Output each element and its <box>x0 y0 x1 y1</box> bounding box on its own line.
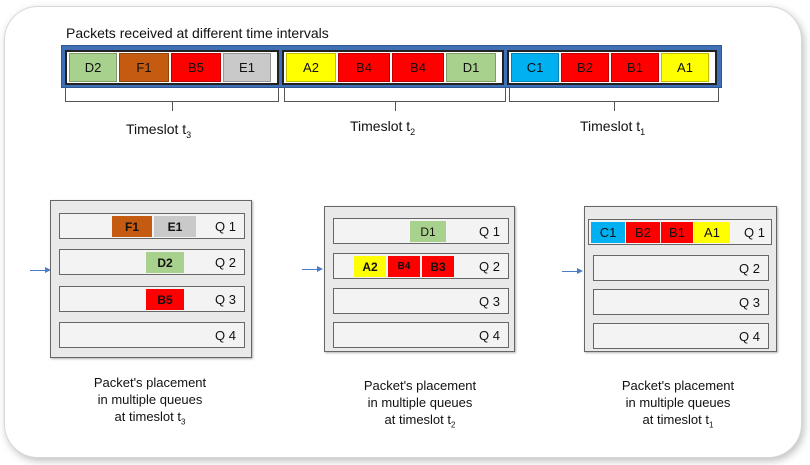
queue-label: Q 1 <box>215 219 236 234</box>
queue-label: Q 2 <box>739 261 760 276</box>
stream-packet: B1 <box>611 53 659 82</box>
stream-packet: B4 <box>392 53 444 82</box>
stream-packet: A2 <box>286 53 336 82</box>
queue-packet: D1 <box>410 221 446 242</box>
timeslot-brace-t2 <box>284 88 506 102</box>
queue-label: Q 1 <box>744 225 765 240</box>
queue-row-q4: Q 4 <box>59 322 245 348</box>
stream-packet: D1 <box>446 53 496 82</box>
stream-packet: C1 <box>511 53 559 82</box>
stream-packet: F1 <box>119 53 169 82</box>
timeslot-brace-tick <box>172 102 173 111</box>
queue-label: Q 4 <box>215 328 236 343</box>
queue-label: Q 1 <box>479 224 500 239</box>
queue-row-q2: D2 Q 2 <box>59 249 245 275</box>
queue-row-q2: Q 2 <box>593 255 769 281</box>
stream-packet: A1 <box>661 53 709 82</box>
caption-t2: Packet's placement in multiple queues at… <box>363 378 477 430</box>
timeslot-brace-tick <box>614 102 615 111</box>
stream-packet: B5 <box>171 53 221 82</box>
input-arrow-t1 <box>562 267 584 277</box>
input-arrow-t2 <box>302 265 324 275</box>
timeslot-label-t3: Timeslot t3 <box>126 121 192 140</box>
queue-row-q1: F1 E1 Q 1 <box>59 213 245 239</box>
queue-packet: B5 <box>146 289 184 310</box>
timeslot-label-t1: Timeslot t1 <box>580 118 646 137</box>
queue-packet: F1 <box>112 216 152 237</box>
queue-packet: D2 <box>146 252 184 273</box>
queue-label: Q 4 <box>739 329 760 344</box>
queue-packet: B3 <box>422 256 454 277</box>
queue-row-q4: Q 4 <box>593 323 769 349</box>
queue-label: Q 4 <box>479 328 500 343</box>
queue-row-q3: B5 Q 3 <box>59 286 245 312</box>
queue-row-q1: C1 B2 B1 A1 Q 1 <box>588 219 772 245</box>
queue-row-q3: Q 3 <box>333 288 509 314</box>
diagram-title: Packets received at different time inter… <box>66 25 329 41</box>
queue-packet: B2 <box>626 222 660 243</box>
stream-packet: D2 <box>69 53 117 82</box>
stream-packet: E1 <box>223 53 271 82</box>
stream-packet: B4 <box>338 53 390 82</box>
queue-label: Q 2 <box>215 255 236 270</box>
queue-packet: B4 <box>388 256 420 277</box>
queue-packet: A1 <box>694 222 730 243</box>
queue-panel-t1: C1 B2 B1 A1 Q 1 Q 2 Q 3 Q 4 <box>584 206 777 352</box>
queue-label: Q 2 <box>479 259 500 274</box>
queue-label: Q 3 <box>215 292 236 307</box>
queue-packet: A2 <box>354 256 386 277</box>
packet-stream: D2 F1 B5 E1 A2 B4 B4 D1 C1 B2 B1 A1 <box>61 45 722 88</box>
timeslot-label-t2: Timeslot t2 <box>350 118 416 137</box>
input-arrow-t3 <box>30 266 52 276</box>
stream-group-t3: D2 F1 B5 E1 <box>65 50 279 85</box>
queue-packet: B1 <box>661 222 693 243</box>
queue-panel-t2: D1 Q 1 A2 B4 B3 Q 2 Q 3 Q 4 <box>324 206 515 352</box>
stream-packet: B2 <box>561 53 609 82</box>
queue-panel-t3: F1 E1 Q 1 D2 Q 2 B5 Q 3 Q 4 <box>50 200 252 358</box>
timeslot-brace-t1 <box>509 88 719 102</box>
queue-packet: C1 <box>591 222 625 243</box>
timeslot-brace-tick <box>395 102 396 111</box>
queue-row-q3: Q 3 <box>593 289 769 315</box>
queue-label: Q 3 <box>739 295 760 310</box>
queue-row-q4: Q 4 <box>333 322 509 348</box>
stream-group-t1: C1 B2 B1 A1 <box>507 50 717 85</box>
queue-row-q1: D1 Q 1 <box>333 218 509 244</box>
stream-group-t2: A2 B4 B4 D1 <box>282 50 504 85</box>
caption-t3: Packet's placement in multiple queues at… <box>93 375 207 427</box>
caption-t1: Packet's placement in multiple queues at… <box>621 378 735 430</box>
queue-label: Q 3 <box>479 294 500 309</box>
timeslot-brace-t3 <box>65 88 279 102</box>
queue-packet: E1 <box>154 216 196 237</box>
queue-row-q2: A2 B4 B3 Q 2 <box>333 253 509 279</box>
